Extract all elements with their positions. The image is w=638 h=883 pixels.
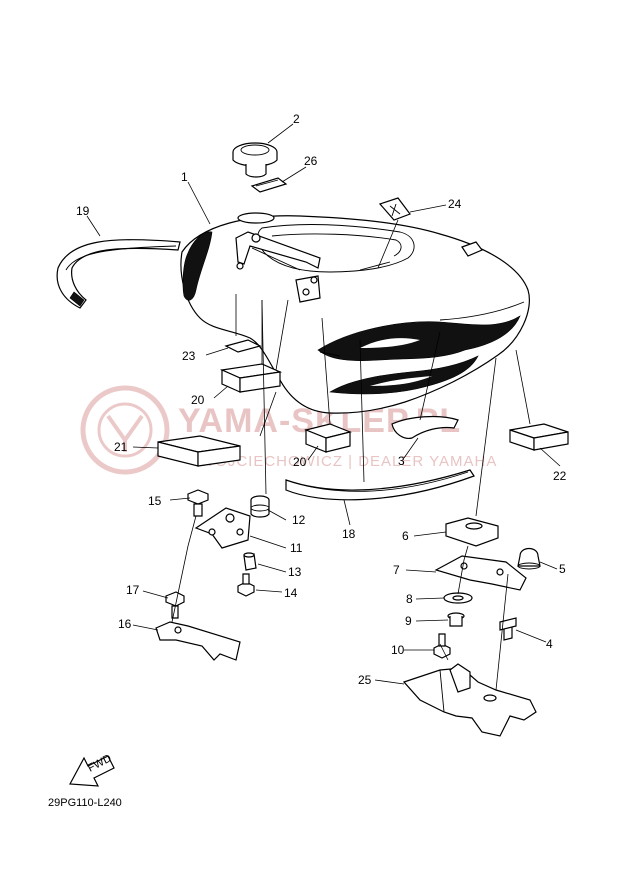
- damper-23[interactable]: [224, 339, 262, 353]
- washer-8[interactable]: [443, 592, 473, 604]
- callout-14: 14: [284, 586, 298, 600]
- collar-9[interactable]: [447, 612, 465, 627]
- callouts: 2 26 1 19 24 23 20 21 20 3 22 18 15 12 1…: [76, 112, 567, 687]
- callout-4: 4: [546, 637, 553, 651]
- callout-15: 15: [148, 494, 162, 508]
- callout-10: 10: [391, 643, 405, 657]
- callout-13: 13: [288, 565, 302, 579]
- bolt-4[interactable]: [499, 617, 517, 641]
- bolt-17[interactable]: [165, 591, 185, 619]
- leader-lines: [86, 123, 561, 691]
- watermark-subtitle: WOJCIECHOWICZ | DEALER YAMAHA: [200, 453, 497, 470]
- callout-5: 5: [559, 562, 566, 576]
- damper-20-right[interactable]: [304, 423, 352, 453]
- bracket-11[interactable]: [194, 507, 251, 549]
- tank-mount-bracket: [235, 231, 321, 303]
- nut-5[interactable]: [517, 547, 541, 570]
- callout-6: 6: [402, 529, 409, 543]
- tank-emblem: [378, 197, 411, 221]
- callout-9: 9: [405, 614, 412, 628]
- damper-20-left[interactable]: [219, 363, 283, 393]
- bolt-15[interactable]: [187, 489, 209, 517]
- side-trim-19[interactable]: [56, 238, 181, 309]
- grommet-12[interactable]: [250, 495, 270, 518]
- diagram-code: 29PG110-L240: [48, 797, 122, 809]
- callout-19: 19: [76, 204, 90, 218]
- damper-3[interactable]: [391, 415, 459, 439]
- bolt-14[interactable]: [237, 573, 255, 597]
- collar-13[interactable]: [243, 552, 257, 571]
- bracket-16[interactable]: [155, 621, 241, 661]
- callout-24: 24: [448, 197, 462, 211]
- callout-16: 16: [118, 617, 132, 631]
- callout-25: 25: [358, 673, 372, 687]
- damper-21[interactable]: [157, 435, 241, 467]
- strip-18[interactable]: [285, 469, 475, 501]
- cushion-6[interactable]: [445, 517, 499, 547]
- callout-11: 11: [290, 541, 303, 555]
- watermark-logo-icon: [80, 385, 170, 475]
- callout-12: 12: [292, 513, 306, 527]
- caution-label: [250, 177, 288, 193]
- bracket-7[interactable]: [434, 555, 527, 591]
- callout-20-right: 20: [293, 455, 307, 469]
- callout-7: 7: [393, 563, 400, 577]
- callout-18: 18: [342, 527, 356, 541]
- callout-1: 1: [181, 170, 188, 184]
- callout-20-left: 20: [191, 393, 205, 407]
- callout-26: 26: [304, 154, 318, 168]
- bolt-10[interactable]: [433, 633, 451, 659]
- callout-23: 23: [182, 349, 196, 363]
- watermark: YAMA-SKLEP.PL WOJCIECHOWICZ | DEALER YAM…: [80, 385, 497, 475]
- fwd-arrow-icon: FWD: [69, 752, 115, 787]
- bracket-25[interactable]: [402, 663, 537, 737]
- callout-8: 8: [406, 592, 413, 606]
- callout-3: 3: [398, 454, 405, 468]
- callout-17: 17: [126, 583, 140, 597]
- fuel-cap[interactable]: [232, 142, 278, 178]
- damper-22[interactable]: [509, 423, 569, 451]
- callout-21: 21: [114, 440, 128, 454]
- callout-22: 22: [553, 469, 567, 483]
- fuel-tank[interactable]: [180, 212, 530, 414]
- callout-2: 2: [293, 112, 300, 126]
